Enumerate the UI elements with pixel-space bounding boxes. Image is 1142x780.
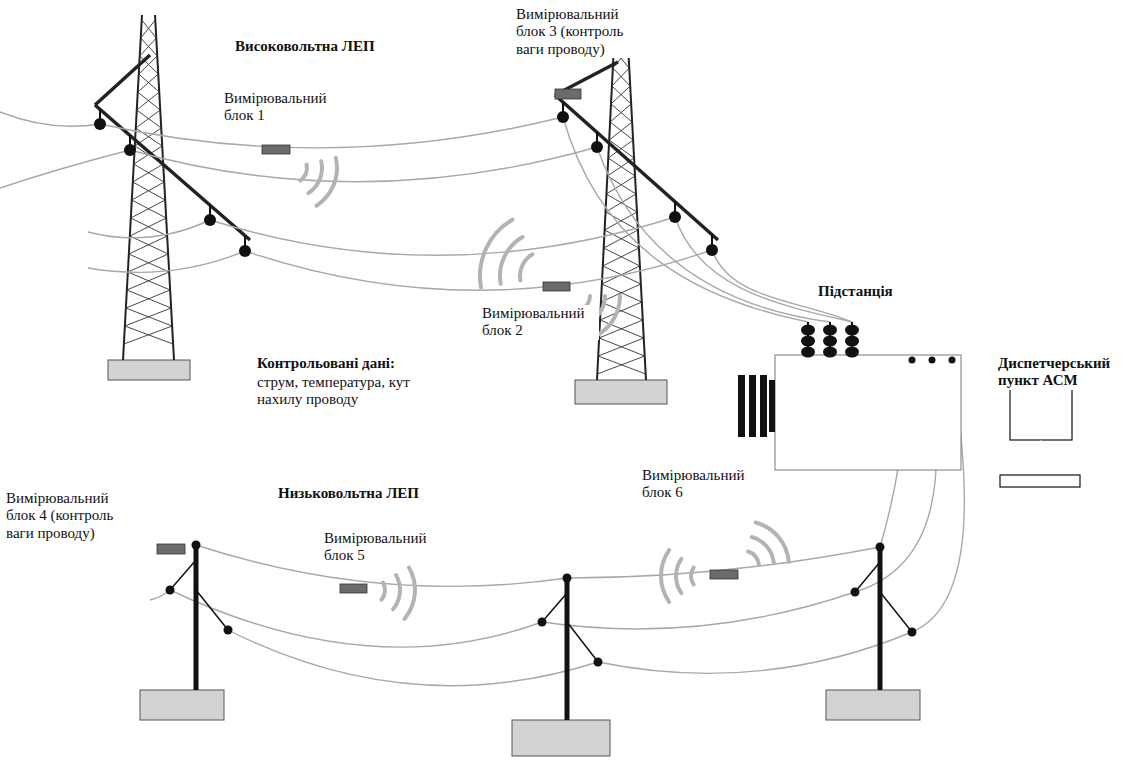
tower-brace [598,338,644,356]
tower-brace [138,74,159,92]
pole-base [140,690,224,720]
callout-label: Вимірювальний блок 5 [322,530,441,565]
tower-brace [132,182,165,200]
tower-base [108,360,190,380]
radio-wave [676,559,681,593]
bushing [801,322,859,358]
radio-wave [691,567,694,584]
tower-brace [128,254,169,272]
radio-wave [381,583,385,600]
callout-label: струм, температура, кут нахилу проводу [255,374,454,409]
radio-wave [500,237,523,284]
tower-brace [597,356,645,374]
section-title: Високовольтна ЛЕП [233,38,407,55]
radio-wave [480,220,513,288]
dispatcher-computer [1000,378,1080,487]
tower-brace [129,236,168,254]
callout-label: Вимірювальний блок 3 (контроль ваги пров… [514,6,646,58]
tower-brace [130,218,167,236]
radio-wave [756,523,789,563]
callout-label: Вимірювальний блок 6 [640,467,759,502]
lv-pole [170,545,912,720]
tower-brace [127,272,170,290]
tower-brace [136,110,161,128]
tower-brace [611,86,631,104]
radio-wave [661,550,669,602]
pole-base [512,720,610,756]
tower-brace [612,68,630,86]
tower-brace [125,308,172,326]
radio-wave [748,552,759,565]
tower-brace [131,200,166,218]
tower-brace [603,248,640,266]
radio-wave [393,575,400,609]
callout-label: Вимірювальний блок 4 (контроль ваги пров… [4,490,136,542]
section-title: Контрольовані дані: [255,355,449,372]
tower-base [575,380,667,404]
tower-brace [141,20,157,38]
section-title: Низьковольтна ЛЕП [276,485,460,502]
radio-wave [308,161,322,193]
insulator [94,111,718,257]
callout-label: Вимірювальний блок 2 [480,305,599,340]
lv-terminal [909,357,956,364]
radio-wave [404,568,415,619]
radio-wave [300,165,307,181]
hv-wire [0,112,852,322]
radio-wave [752,537,774,563]
substation-transformer [775,355,961,470]
tower-brace [137,92,160,110]
radio-wave [520,254,533,280]
transformer-radiator [738,375,775,437]
tower-brace [124,326,173,344]
radio-wave [317,158,337,206]
cross-arm [95,55,718,240]
tower-brace [600,302,643,320]
pole-base [826,690,920,720]
measuring-unit [157,89,738,593]
callout-label: Вимірювальний блок 1 [222,90,341,125]
section-title: Підстанція [816,283,930,300]
tower-brace [610,104,632,122]
tower-brace [126,290,171,308]
tower-brace [606,194,637,212]
insulator [166,541,917,667]
section-title: Диспетчерський пункт АСМ [996,355,1138,390]
tower-brace [140,38,158,56]
tower-brace [609,122,633,140]
insulator [100,102,712,251]
tower-brace [133,164,164,182]
